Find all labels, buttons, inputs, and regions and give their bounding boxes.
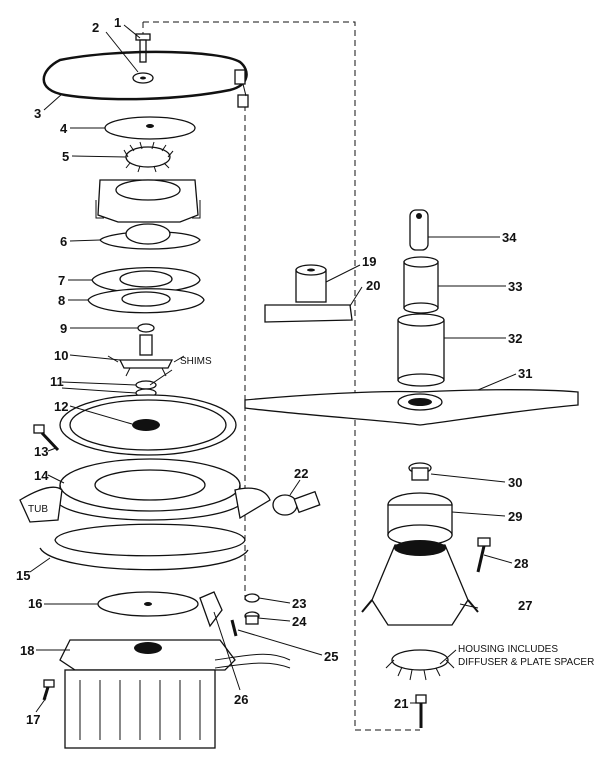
part-25-screw [230,619,238,637]
leader-lines [29,24,517,713]
callout-5: 5 [62,149,69,164]
part-32-tube [397,313,445,387]
callout-10: 10 [54,348,68,363]
callout-29: 29 [508,509,522,524]
part-28-screw [476,537,491,573]
callout-13: 13 [34,444,48,459]
callout-24: 24 [292,614,307,629]
callout-16: 16 [28,596,42,611]
callout-32: 32 [508,331,522,346]
part-15-ring [39,523,249,571]
tub-label: TUB [28,504,48,515]
diffuser [385,649,455,681]
part-24-plug [244,611,260,625]
part-23-plug [244,593,260,603]
callout-3: 3 [34,106,41,121]
part-27-housing [361,540,479,626]
callout-25: 25 [324,649,338,664]
part-19-bushing [295,264,327,303]
part-6-plate [99,223,201,250]
callout-34: 34 [502,230,517,245]
part-9-seal [137,323,155,333]
part-4-cap [104,116,196,140]
part-26-clip [199,591,223,628]
part-20-bracket [264,304,353,323]
part-8-plate [87,288,205,314]
callout-11: 11 [50,374,64,389]
housing-note-line2: DIFFUSER & PLATE SPACER [458,657,594,668]
callout-2: 2 [92,20,99,35]
callout-31: 31 [518,366,532,381]
part-14-sump [59,458,241,521]
part-29-housing-top [387,492,453,546]
callout-18: 18 [20,643,34,658]
callout-30: 30 [508,475,522,490]
callout-19: 19 [362,254,376,269]
callout-1: 1 [114,15,121,30]
part-17-screw [42,679,55,701]
callout-28: 28 [514,556,528,571]
tub-outline [19,486,63,523]
callout-12: 12 [54,399,68,414]
callout-8: 8 [58,293,65,308]
callout-26: 26 [234,692,248,707]
part-3-wire-harness [42,50,249,108]
callout-20: 20 [366,278,380,293]
pump-housing [95,179,201,223]
callout-9: 9 [60,321,67,336]
part-10-impeller [107,334,185,377]
part-31-spray-arm [244,389,579,426]
part-34-nozzle [409,209,429,251]
part-2-washer [132,72,154,84]
callout-4: 4 [60,121,68,136]
assembly-guide-line [143,21,420,731]
callout-14: 14 [34,468,49,483]
callout-27: 27 [518,598,532,613]
part-1-screw [135,33,151,63]
callout-17: 17 [26,712,40,727]
callout-7: 7 [58,273,65,288]
part-21-screw [415,694,427,728]
part-16-plate [97,591,199,617]
part-5-impeller [123,141,174,173]
part-12-tray [59,394,237,456]
part-18-motor [59,639,291,749]
housing-note-line1: HOUSING INCLUDES [458,644,558,655]
part-13-bolt [33,424,60,452]
callout-6: 6 [60,234,67,249]
part-30-nut [408,462,432,481]
part-22-clamp [272,490,321,516]
callout-33: 33 [508,279,522,294]
callout-15: 15 [16,568,30,583]
callout-23: 23 [292,596,306,611]
callout-21: 21 [394,696,408,711]
callout-22: 22 [294,466,308,481]
shims-label: SHIMS [180,356,212,367]
part-33-tube [403,256,439,314]
